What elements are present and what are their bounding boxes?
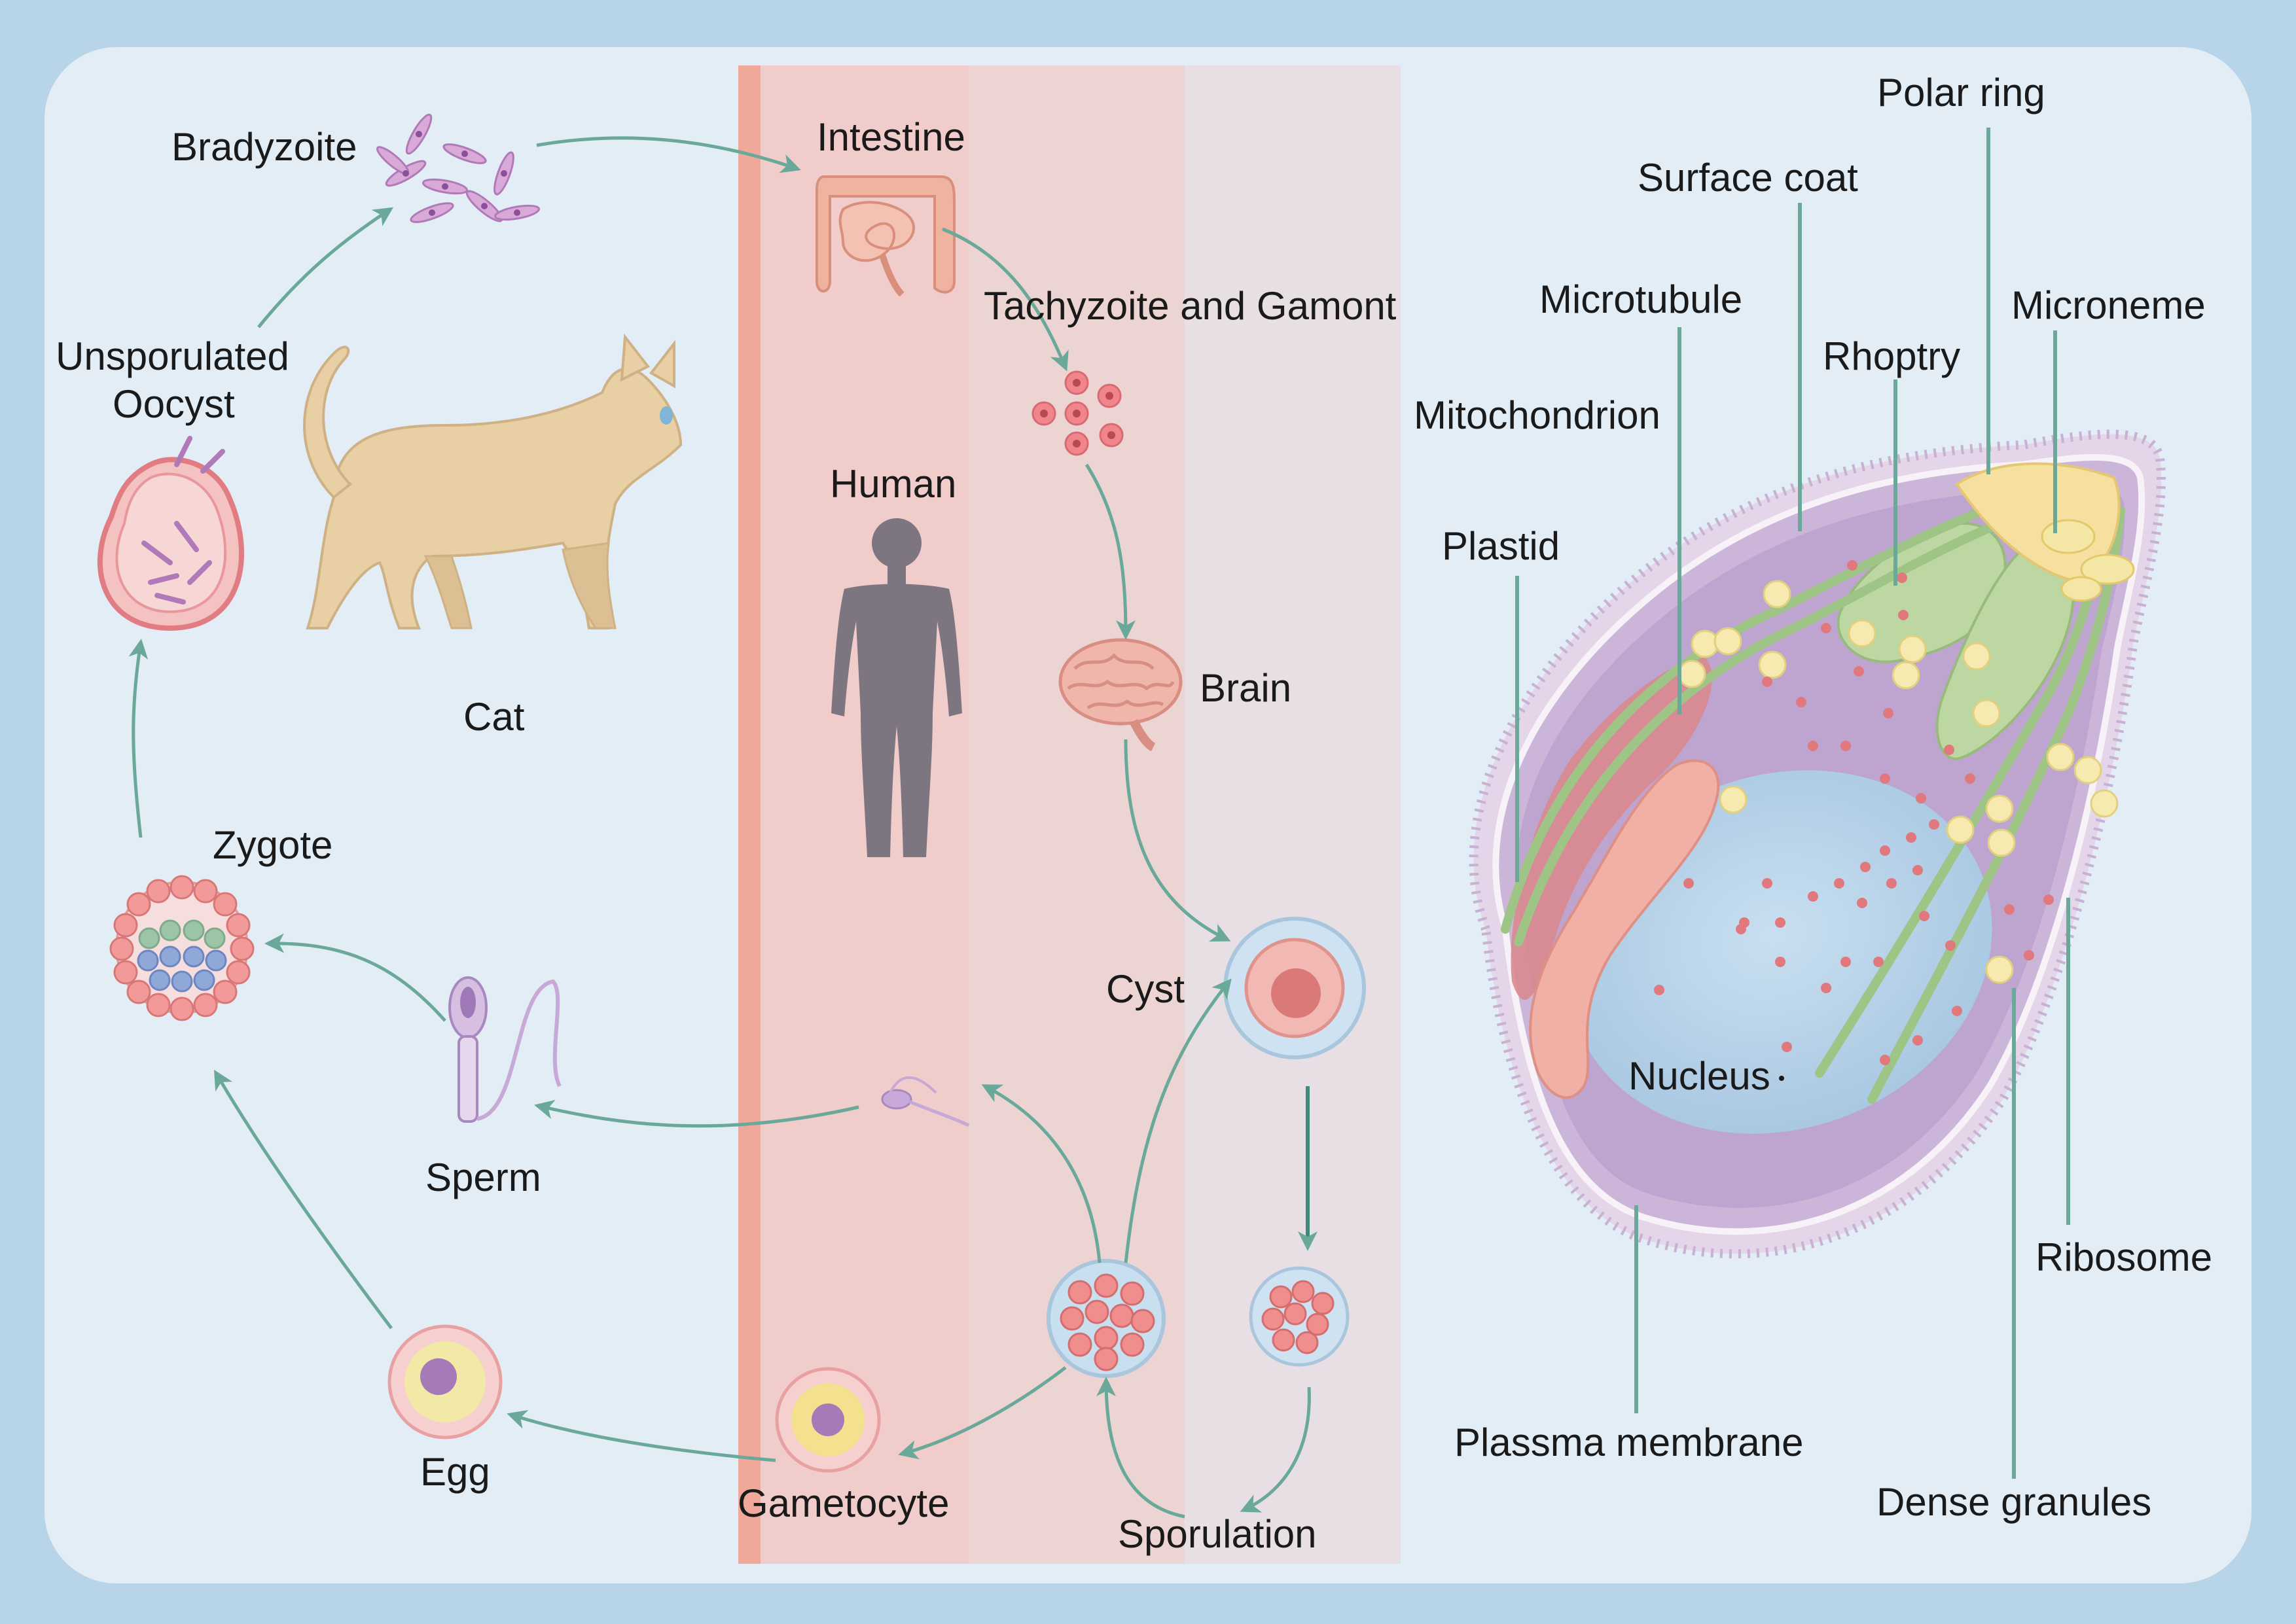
leader-lines xyxy=(1515,128,2070,1479)
label-sporulation: Sporulation xyxy=(1118,1512,1317,1556)
dense-granules xyxy=(1677,580,2119,984)
gametocyte-illustration xyxy=(775,1367,881,1473)
label-brain: Brain xyxy=(1200,666,1291,710)
sperm-illustration xyxy=(448,976,562,1123)
oocyst-cell-cluster xyxy=(1047,1259,1166,1378)
small-sperm-illustration xyxy=(881,1076,970,1127)
ribosomes xyxy=(1654,560,2054,1065)
sporulated-cell-cluster xyxy=(1249,1266,1350,1367)
life-cycle-arrows xyxy=(128,136,1318,1519)
label-gametocyte: Gametocyte xyxy=(738,1481,949,1525)
intestine-illustration xyxy=(816,175,956,297)
oocyst-illustration xyxy=(97,436,244,631)
label-surface-coat: Surface coat xyxy=(1638,156,1858,200)
label-dense-granules: Dense granules xyxy=(1876,1480,2151,1524)
band-edge xyxy=(738,65,761,1564)
parasite-cell-structure xyxy=(1469,429,2166,1259)
nucleus-pointer-dot xyxy=(1779,1076,1784,1081)
label-zygote: Zygote xyxy=(213,823,332,867)
bradyzoite-illustration xyxy=(376,113,541,223)
label-polar-ring: Polar ring xyxy=(1877,71,2045,115)
label-microneme: Microneme xyxy=(2011,283,2206,327)
label-plasma-membrane: Plassma membrane xyxy=(1454,1421,1804,1464)
label-mitochondrion: Mitochondrion xyxy=(1414,393,1660,437)
cyst-illustration xyxy=(1223,917,1366,1059)
plastid-shape xyxy=(1529,759,1720,1099)
label-cat: Cat xyxy=(463,695,525,739)
label-intestine: Intestine xyxy=(817,115,965,159)
cat-illustration xyxy=(303,333,683,629)
egg-illustration xyxy=(387,1324,503,1439)
tachyzoite-illustration xyxy=(1031,370,1124,456)
label-unsporulated: Unsporulated xyxy=(56,334,289,378)
label-human: Human xyxy=(830,462,956,506)
label-egg: Egg xyxy=(420,1450,490,1494)
rhoptry-shapes xyxy=(1837,521,2075,761)
brain-illustration xyxy=(1058,638,1183,752)
label-rhoptry: Rhoptry xyxy=(1823,334,1960,378)
label-sperm: Sperm xyxy=(425,1156,541,1199)
label-bradyzoite: Bradyzoite xyxy=(171,125,357,169)
mitochondrion-shape xyxy=(1511,654,1712,1000)
label-microtubule: Microtubule xyxy=(1539,277,1742,321)
label-oocyst: Oocyst xyxy=(113,382,235,426)
human-silhouette xyxy=(831,518,962,857)
label-tachyzoite-gamont: Tachyzoite and Gamont xyxy=(984,284,1397,328)
label-nucleus: Nucleus xyxy=(1628,1054,1770,1098)
label-ribosome: Ribosome xyxy=(2036,1235,2212,1279)
label-plastid: Plastid xyxy=(1442,524,1560,568)
label-cyst: Cyst xyxy=(1106,967,1185,1011)
zygote-illustration xyxy=(109,875,255,1021)
polar-ring-shape xyxy=(1955,462,2121,584)
